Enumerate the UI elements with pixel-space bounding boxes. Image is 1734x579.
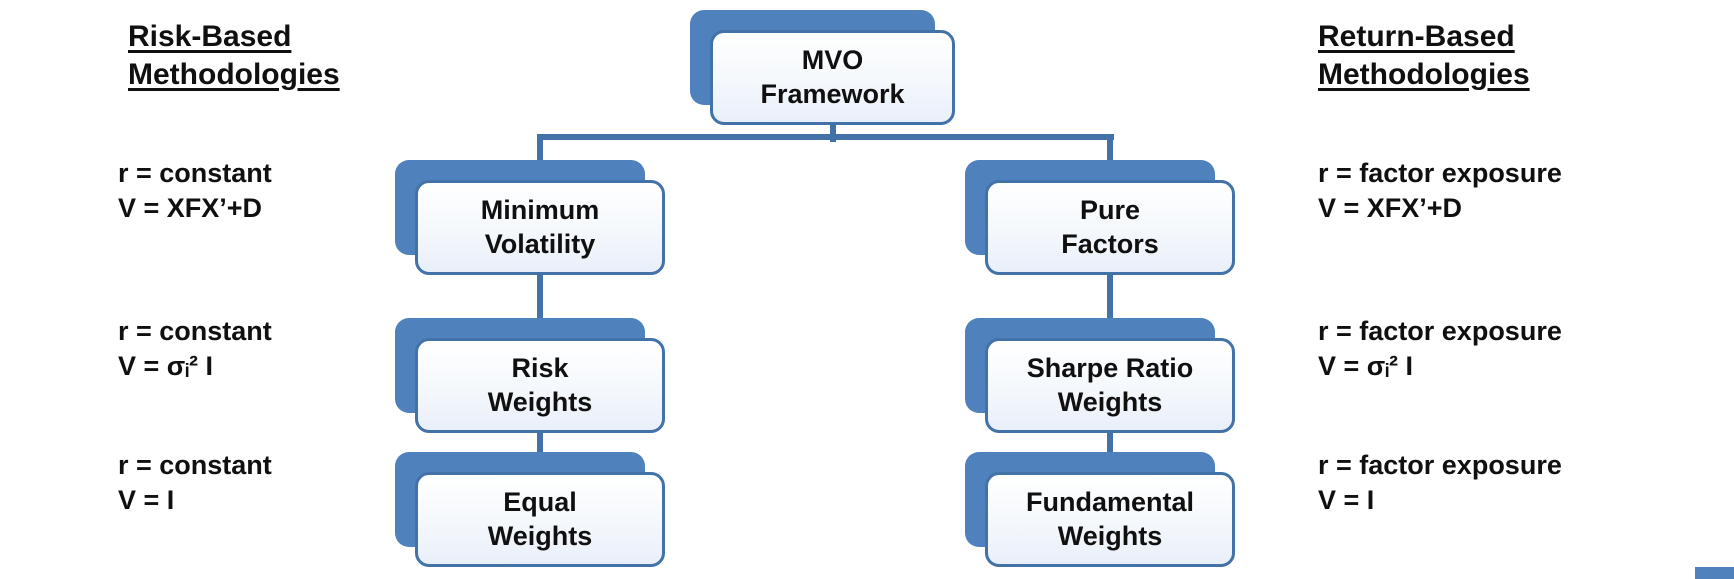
connector-horizontal-bar	[537, 134, 1114, 140]
node-label: Equal Weights	[487, 486, 593, 551]
connector-left-row1-row2	[537, 270, 543, 345]
node-equal-weights: Equal Weights	[395, 452, 665, 567]
connector-root-stub	[830, 118, 836, 142]
node-label: Minimum Volatility	[480, 194, 600, 259]
annotation-right-row2: r = factor exposure V = σᵢ² I	[1318, 316, 1562, 382]
node-mvo-framework: MVO Framework	[690, 10, 960, 125]
node-risk-weights: Risk Weights	[395, 318, 665, 433]
node-label: Risk Weights	[487, 352, 593, 417]
node-label: Pure Factors	[1061, 194, 1159, 259]
node-label: Fundamental Weights	[1025, 486, 1194, 551]
node-fundamental-weights: Fundamental Weights	[965, 452, 1235, 567]
annotation-right-row1: r = factor exposure V = XFX’+D	[1318, 158, 1562, 224]
node-pure-factors: Pure Factors	[965, 160, 1235, 275]
connector-left-drop	[537, 134, 543, 166]
annotation-left-row3: r = constant V = I	[118, 450, 272, 516]
annotation-left-row1: r = constant V = XFX’+D	[118, 158, 272, 224]
connector-right-drop	[1107, 134, 1113, 166]
node-label: MVO Framework	[760, 44, 905, 109]
return-based-methodologies-heading: Return-Based Methodologies	[1318, 20, 1530, 91]
annotation-right-row3: r = factor exposure V = I	[1318, 450, 1562, 516]
node-label: Sharpe Ratio Weights	[1026, 352, 1194, 417]
annotation-left-row2: r = constant V = σᵢ² I	[118, 316, 272, 382]
node-sharpe-ratio-weights: Sharpe Ratio Weights	[965, 318, 1235, 433]
connector-right-row1-row2	[1107, 270, 1113, 345]
node-minimum-volatility: Minimum Volatility	[395, 160, 665, 275]
risk-based-methodologies-heading: Risk-Based Methodologies	[128, 20, 340, 91]
bottom-right-blue-mark	[1695, 567, 1734, 579]
